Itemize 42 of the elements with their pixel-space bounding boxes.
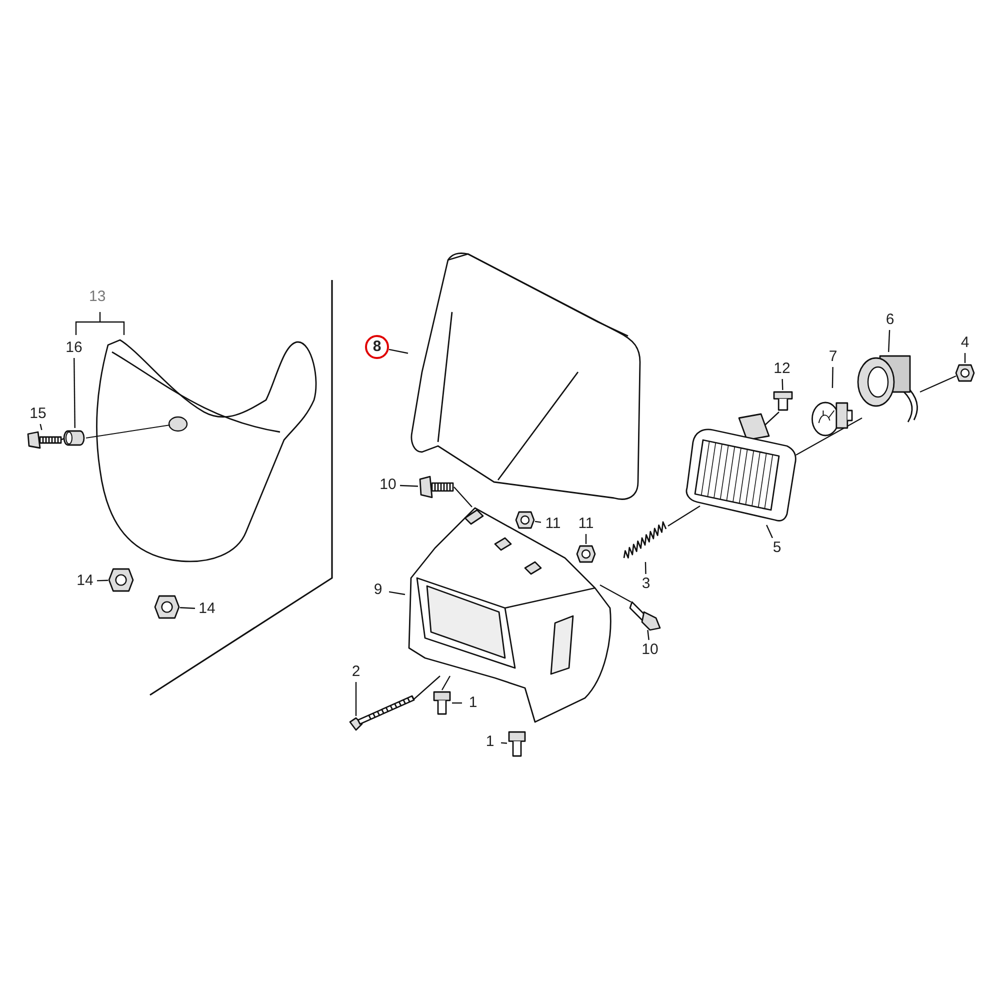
- assembly-line: [600, 584, 632, 603]
- leader-line: [96, 580, 108, 582]
- assembly-line: [796, 417, 862, 456]
- bolt-drawing: [348, 694, 414, 732]
- leader-line: [888, 330, 890, 352]
- leader-line: [400, 484, 418, 487]
- bolt-drawing: [26, 430, 62, 450]
- assembly-line: [412, 676, 440, 700]
- leader-line: [40, 424, 42, 430]
- leader-line: [782, 378, 784, 390]
- leader-line: [644, 562, 646, 574]
- nut-drawing: [108, 567, 134, 593]
- bolt-drawing: [418, 474, 454, 500]
- screw-drawing: [507, 730, 527, 758]
- leader-line: [180, 607, 196, 609]
- nut-drawing: [515, 510, 535, 530]
- nut-drawing: [576, 544, 596, 564]
- screw-drawing: [772, 390, 794, 412]
- leader-line: [388, 348, 408, 354]
- leader-line: [534, 520, 542, 523]
- assembly-line: [454, 486, 472, 508]
- assembly-line: [441, 676, 451, 690]
- leader-line: [500, 742, 508, 744]
- assembly-line: [668, 506, 700, 526]
- grommet-drawing: [64, 428, 86, 448]
- callout-number: 8: [365, 335, 389, 359]
- assembly-line: [60, 437, 66, 441]
- leader-line: [766, 524, 774, 538]
- leader-line: [74, 358, 76, 428]
- leader-line: [388, 591, 406, 596]
- assembly-line: [920, 375, 956, 393]
- leader-line: [452, 702, 462, 704]
- screw-drawing: [432, 690, 452, 716]
- leader-line: [647, 630, 650, 640]
- nut-drawing: [955, 363, 975, 383]
- leader-line: [832, 366, 834, 388]
- leader-line: [964, 353, 966, 363]
- assembly-line: [764, 412, 780, 426]
- nut-drawing: [154, 594, 180, 620]
- callout-number: 13: [89, 288, 106, 306]
- bolt-drawing: [630, 600, 662, 630]
- leader-line: [585, 534, 587, 544]
